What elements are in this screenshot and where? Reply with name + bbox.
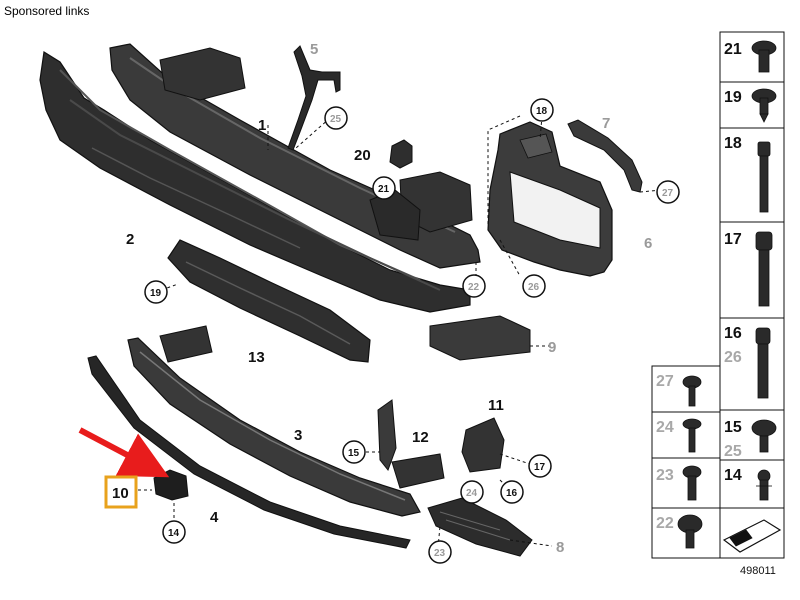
- svg-text:24: 24: [466, 488, 478, 499]
- hw-label-23: 23: [656, 467, 674, 484]
- label-3: 3: [294, 427, 302, 444]
- fastener-19: [751, 88, 777, 123]
- callout-25: 25: [324, 106, 348, 130]
- hw-label-26: 26: [724, 349, 742, 366]
- fastener-16: [755, 327, 771, 399]
- label-5: 5: [310, 41, 318, 58]
- callout-15: 15: [342, 440, 366, 464]
- label-10-highlight[interactable]: 10: [104, 475, 138, 509]
- label-12: 12: [412, 429, 429, 446]
- part-5-bracket[interactable]: [287, 45, 341, 151]
- nut-icon: [722, 519, 782, 553]
- svg-text:19: 19: [150, 288, 162, 299]
- part-6-bracket-frame[interactable]: [487, 121, 613, 277]
- label-8: 8: [556, 539, 564, 556]
- callout-26: 26: [522, 274, 546, 298]
- callout-17: 17: [528, 454, 552, 478]
- fastener-18: [757, 141, 771, 213]
- hw-label-21: 21: [724, 41, 742, 58]
- part-13-grille-frame[interactable]: [167, 239, 371, 363]
- label-7: 7: [602, 115, 610, 132]
- hardware-labels: 21 19 18 17 16 26 27 24 15 25 23 14 22 4…: [656, 41, 776, 577]
- part-11-bracket[interactable]: [461, 417, 505, 473]
- hw-label-27: 27: [656, 373, 674, 390]
- hardware-table: [651, 31, 785, 559]
- label-13: 13: [248, 349, 265, 366]
- callout-23: 23: [428, 540, 452, 564]
- label-10: 10: [112, 485, 129, 502]
- circled-callouts: 25 21 18 27 26 22 19 15 17 24 16 23 14: [144, 98, 680, 564]
- fastener-22: [677, 514, 703, 549]
- svg-text:17: 17: [534, 462, 546, 473]
- svg-text:15: 15: [348, 448, 360, 459]
- callout-14: 14: [162, 520, 186, 544]
- document-number: 498011: [740, 565, 776, 577]
- fastener-24: [682, 418, 702, 453]
- label-9: 9: [548, 339, 556, 356]
- callout-16: 16: [500, 480, 524, 504]
- hw-label-17: 17: [724, 231, 742, 248]
- fastener-15: [751, 419, 777, 453]
- svg-text:16: 16: [506, 488, 518, 499]
- svg-text:27: 27: [662, 188, 674, 199]
- label-4: 4: [210, 509, 219, 526]
- callout-19: 19: [144, 280, 168, 304]
- callout-22: 22: [462, 274, 486, 298]
- hw-label-16: 16: [724, 325, 742, 342]
- callout-27: 27: [656, 180, 680, 204]
- hardware-fasteners: [677, 40, 782, 553]
- hw-label-24: 24: [656, 419, 674, 436]
- pointer-arrow: [78, 427, 170, 478]
- callout-24: 24: [460, 480, 484, 504]
- svg-text:14: 14: [168, 528, 180, 539]
- hw-label-19: 19: [724, 89, 742, 106]
- svg-text:18: 18: [536, 106, 548, 117]
- fastener-23: [682, 465, 702, 501]
- part-3-lower-beam[interactable]: [127, 325, 445, 517]
- part-10-highlighted[interactable]: [153, 469, 189, 501]
- part-labels: 1 2 3 4 5 6 7 8 9 11 12 13 20: [126, 41, 652, 556]
- hw-label-14: 14: [724, 467, 742, 484]
- fastener-17: [755, 231, 773, 307]
- part-1-bumper-carrier[interactable]: [109, 43, 481, 269]
- svg-text:26: 26: [528, 282, 540, 293]
- hw-label-25: 25: [724, 443, 742, 460]
- part-2-energy-absorber[interactable]: [39, 51, 471, 313]
- svg-text:23: 23: [434, 548, 446, 559]
- fastener-27: [682, 375, 702, 407]
- label-6: 6: [644, 235, 652, 252]
- part-12-bracket[interactable]: [377, 399, 397, 472]
- part-9-small-part[interactable]: [429, 315, 531, 361]
- svg-text:25: 25: [330, 114, 342, 125]
- part-20-mount[interactable]: [389, 139, 413, 169]
- label-11: 11: [488, 397, 504, 414]
- sponsored-links-label[interactable]: Sponsored links: [4, 4, 90, 18]
- fastener-14: [756, 469, 772, 501]
- fastener-21: [751, 40, 777, 73]
- hw-label-15: 15: [724, 419, 742, 436]
- label-20: 20: [354, 147, 371, 164]
- callout-21: 21: [372, 176, 396, 200]
- label-2: 2: [126, 231, 134, 248]
- hw-label-18: 18: [724, 135, 742, 152]
- hw-label-22: 22: [656, 515, 674, 532]
- svg-text:22: 22: [468, 282, 480, 293]
- svg-text:21: 21: [378, 184, 390, 195]
- callout-18: 18: [530, 98, 554, 122]
- label-1: 1: [258, 117, 266, 134]
